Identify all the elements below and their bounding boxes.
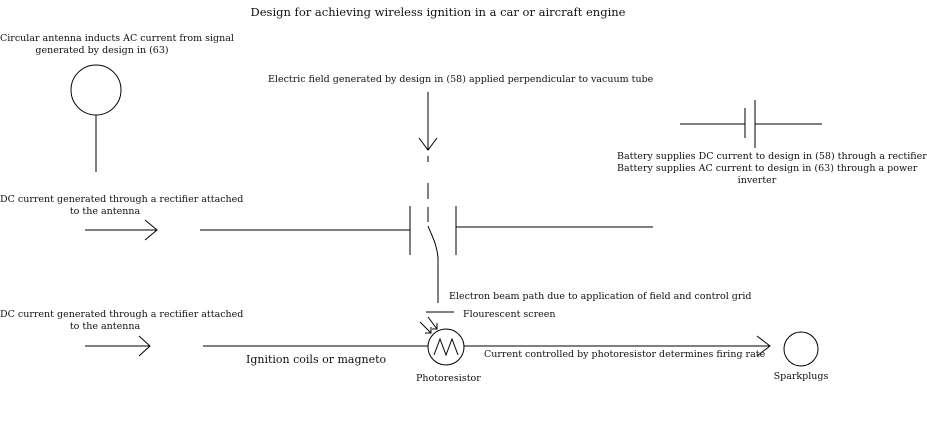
battery-label: Battery supplies DC current to design in… (617, 151, 927, 187)
dc-bottom-arrow-head (138, 335, 151, 357)
antenna-circle (70, 64, 122, 116)
diagram-title: Design for achieving wireless ignition i… (250, 5, 626, 19)
photoresistor-zigzag (433, 337, 459, 357)
antenna-label-line1: Circular antenna inducts AC current from… (0, 33, 234, 44)
electron-beam-curve (427, 225, 439, 303)
antenna-label-line2: generated by design in (63) (35, 45, 169, 56)
wireless-ignition-diagram (70, 64, 822, 367)
ignition-label: Ignition coils or magneto (246, 353, 387, 366)
field-arrow-head (418, 137, 438, 151)
sparkplugs-label: Sparkplugs (773, 371, 829, 382)
flourescent-screen-label: Flourescent screen (463, 309, 556, 320)
battery-label-line1: Battery supplies DC current to design in… (617, 151, 927, 162)
output-arrow-head (756, 335, 771, 357)
dc-bottom-label-line1: DC current generated through a rectifier… (0, 309, 244, 320)
dc-bottom-label-line2: to the antenna (69, 321, 141, 332)
sparkplugs-circle (783, 331, 819, 367)
dc-top-label-line2: to the antenna (69, 206, 141, 217)
current-control-label: Current controlled by photoresistor dete… (484, 349, 766, 360)
electric-field-label: Electric field generated by design in (5… (268, 74, 654, 85)
photoresistor-circle (427, 328, 465, 366)
dc-bottom-label: DC current generated through a rectifier… (0, 309, 244, 333)
light-ray-1-head (425, 327, 432, 334)
dc-top-label-line1: DC current generated through a rectifier… (0, 194, 244, 205)
dc-top-label: DC current generated through a rectifier… (0, 194, 244, 218)
photoresistor-label: Photoresistor (416, 373, 481, 384)
antenna-label: Circular antenna inducts AC current from… (0, 33, 234, 57)
dc-top-arrow-head (144, 219, 158, 241)
battery-label-line3: inverter (737, 175, 777, 186)
battery-label-line2: Battery supplies AC current to design in… (617, 163, 918, 174)
light-ray-2-head (432, 323, 438, 330)
light-ray-2 (427, 316, 438, 330)
light-ray-1 (419, 321, 432, 334)
electron-beam-label: Electron beam path due to application of… (449, 291, 752, 302)
